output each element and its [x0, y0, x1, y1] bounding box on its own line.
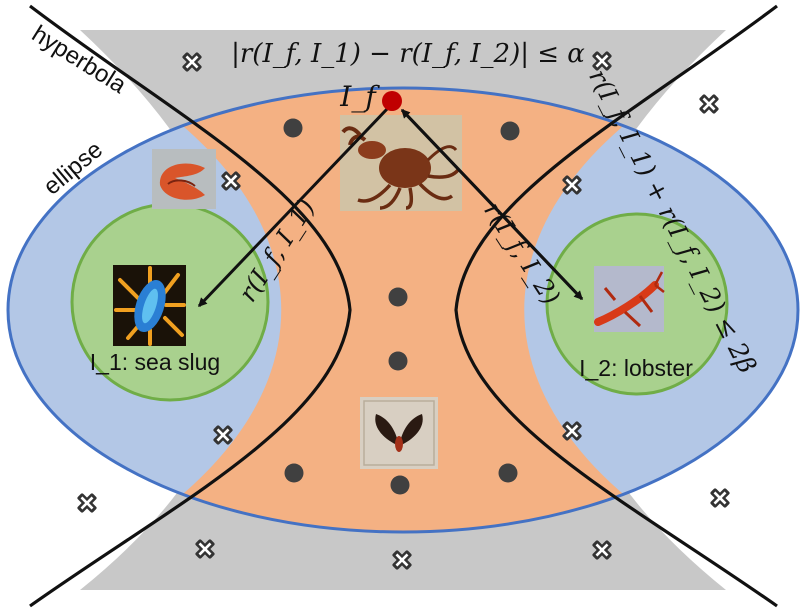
- class-label-lobster: I_2: lobster: [579, 355, 693, 381]
- hyperbola-left-branch: [29, 4, 352, 608]
- sample-dot: [500, 121, 520, 141]
- class-label-sea-slug: I_1: sea slug: [90, 349, 220, 375]
- sample-dot: [498, 463, 518, 483]
- thumbnail-sea-slug: [113, 265, 186, 346]
- focus-point-label: I_f: [339, 80, 380, 113]
- arrow-to-sea-slug: [197, 106, 390, 308]
- thumbnail-moth: [360, 397, 438, 469]
- sample-dot: [390, 475, 410, 495]
- ellipse-outline: [6, 86, 800, 534]
- thumbnail-lobster: [594, 266, 665, 332]
- focus-point-dot: [382, 91, 402, 111]
- hyperbola-right-branch: [454, 4, 778, 608]
- hyperbola-condition: |r(I_f, I_1) − r(I_f, I_2)| ≤ α: [231, 39, 585, 69]
- arrow-to-lobster: [400, 108, 584, 301]
- thumbnail-lobster-claw: [152, 149, 216, 209]
- sample-dot: [388, 287, 408, 307]
- x-cross-icon: [75, 491, 99, 515]
- sample-dot: [283, 118, 303, 138]
- x-cross-icon: [697, 92, 721, 116]
- sample-dot: [284, 463, 304, 483]
- x-cross-icon: [708, 486, 732, 510]
- thumbnail-crayfish: [340, 115, 462, 211]
- sample-dot: [388, 351, 408, 371]
